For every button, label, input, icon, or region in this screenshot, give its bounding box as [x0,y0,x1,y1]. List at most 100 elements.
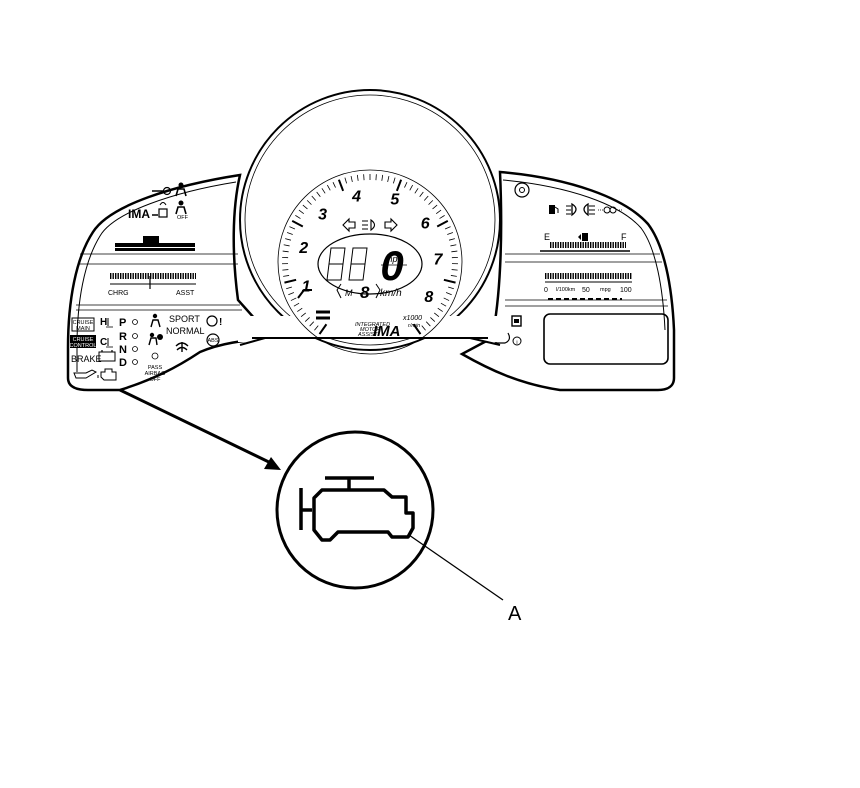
tach-tick [289,226,296,230]
info-icon: i [512,336,522,346]
svg-text:CRUISE: CRUISE [73,337,94,343]
callout-leader [119,388,281,470]
tach-tick [302,204,308,210]
eco-assist-logo [316,310,330,320]
tach-tick [284,278,297,284]
tach-tick [443,297,450,301]
tach-tick [285,238,292,241]
tach-number: 2 [298,240,308,257]
cruise-knob-icon [514,182,530,198]
tach-tick [381,174,384,181]
svg-text:ASSIST: ASSIST [357,332,378,338]
tach-tick [404,181,408,188]
tach-tick [439,215,445,219]
svg-text:ABS: ABS [207,338,218,344]
airbag-icon [148,332,163,346]
tach-tick [428,200,434,205]
fuel-full-label: F [621,232,627,242]
key-icon [152,186,172,196]
svg-text:CONTROL: CONTROL [70,343,97,349]
ima-label: IMA [128,207,150,221]
svg-text:CRUISE: CRUISE [73,320,94,326]
tach-tick [332,181,336,188]
tach-number: 3 [318,206,327,223]
tach-tick [350,175,353,183]
svg-text:mpg: mpg [600,287,611,293]
eco-leaf-icon [175,342,189,352]
tach-tick [297,307,303,312]
check-engine-icon-small [100,368,117,381]
svg-text:M: M [345,288,353,298]
svg-text:P: P [119,317,126,329]
tach-tick [451,250,458,253]
svg-text:100: 100 [620,287,632,294]
tach-tick [282,250,289,253]
battery-icon [98,350,116,362]
tach-tick [291,219,304,228]
tach-tick [304,317,310,322]
svg-text:AIRBAG: AIRBAG [145,371,166,377]
high-beam-icon [362,218,376,232]
tach-tick [309,321,315,327]
temperature-icon-cold [106,338,113,348]
tach-number: 4 [351,188,361,205]
right-turn-signal-icon [384,217,398,233]
tach-number: 5 [390,192,400,209]
fuel-icon [549,205,559,214]
seatbelt-icon [175,182,187,197]
svg-text:l/100km: l/100km [556,287,576,293]
check-engine-icon [299,476,415,542]
redline-marker [297,289,312,299]
tach-tick [344,177,347,184]
tach-tick [447,286,454,290]
tach-tick [288,292,295,296]
tach-number: 1 [302,278,311,295]
svg-text:!: ! [219,317,222,328]
svg-text:OFF: OFF [150,377,162,383]
tach-tick [286,286,293,290]
svg-text:D: D [119,357,127,369]
seatbelt-reminder-icon [150,313,161,328]
tach-tick [295,215,301,219]
tach-tick [393,177,396,184]
tachometer-ticks [282,174,458,335]
tach-tick [412,323,422,335]
svg-text:OFF: OFF [177,215,189,221]
temperature-icon-hot [106,318,113,328]
tach-tick [419,191,424,198]
speed-display [317,233,423,295]
right-cluster-panel: E F 0 l/100km 50 mpg 100 i [459,170,676,392]
brake-label: BRAKE [71,354,102,364]
ima-charge-display: CHRG ASST [108,236,196,297]
tach-tick [282,269,289,271]
left-cluster-panel: IMA OFF CHRG ASST CRUISE MAIN [66,173,275,392]
multi-info-display-screen [543,313,669,365]
tach-tick [425,321,431,327]
fuel-economy-display: 0 l/100km 50 mpg 100 [544,273,632,300]
tach-tick [316,191,321,198]
tach-number: 8 [424,289,433,306]
tach-tick [283,244,290,247]
gear-position-display: M 8 [336,283,381,302]
charge-label: CHRG [108,290,129,297]
tach-tick [337,179,345,192]
tach-tick [298,209,305,214]
rpm-multiplier: x1000 [402,315,422,322]
tach-tick [450,275,457,277]
svg-text:MOTOR: MOTOR [360,327,380,333]
svg-text:MAIN: MAIN [76,326,90,332]
temp-cold-label: C [100,337,107,348]
tach-tick [451,269,458,271]
tach-tick [447,232,454,235]
door-open-icon [511,315,522,327]
brake-system-icon: ! [206,315,222,328]
svg-text:0: 0 [544,287,548,294]
speed-unit-kmh: km/h [380,288,402,299]
svg-text:N: N [119,344,127,356]
tach-tick [356,174,359,181]
tach-tick [409,184,414,191]
tach-tick [437,307,443,312]
